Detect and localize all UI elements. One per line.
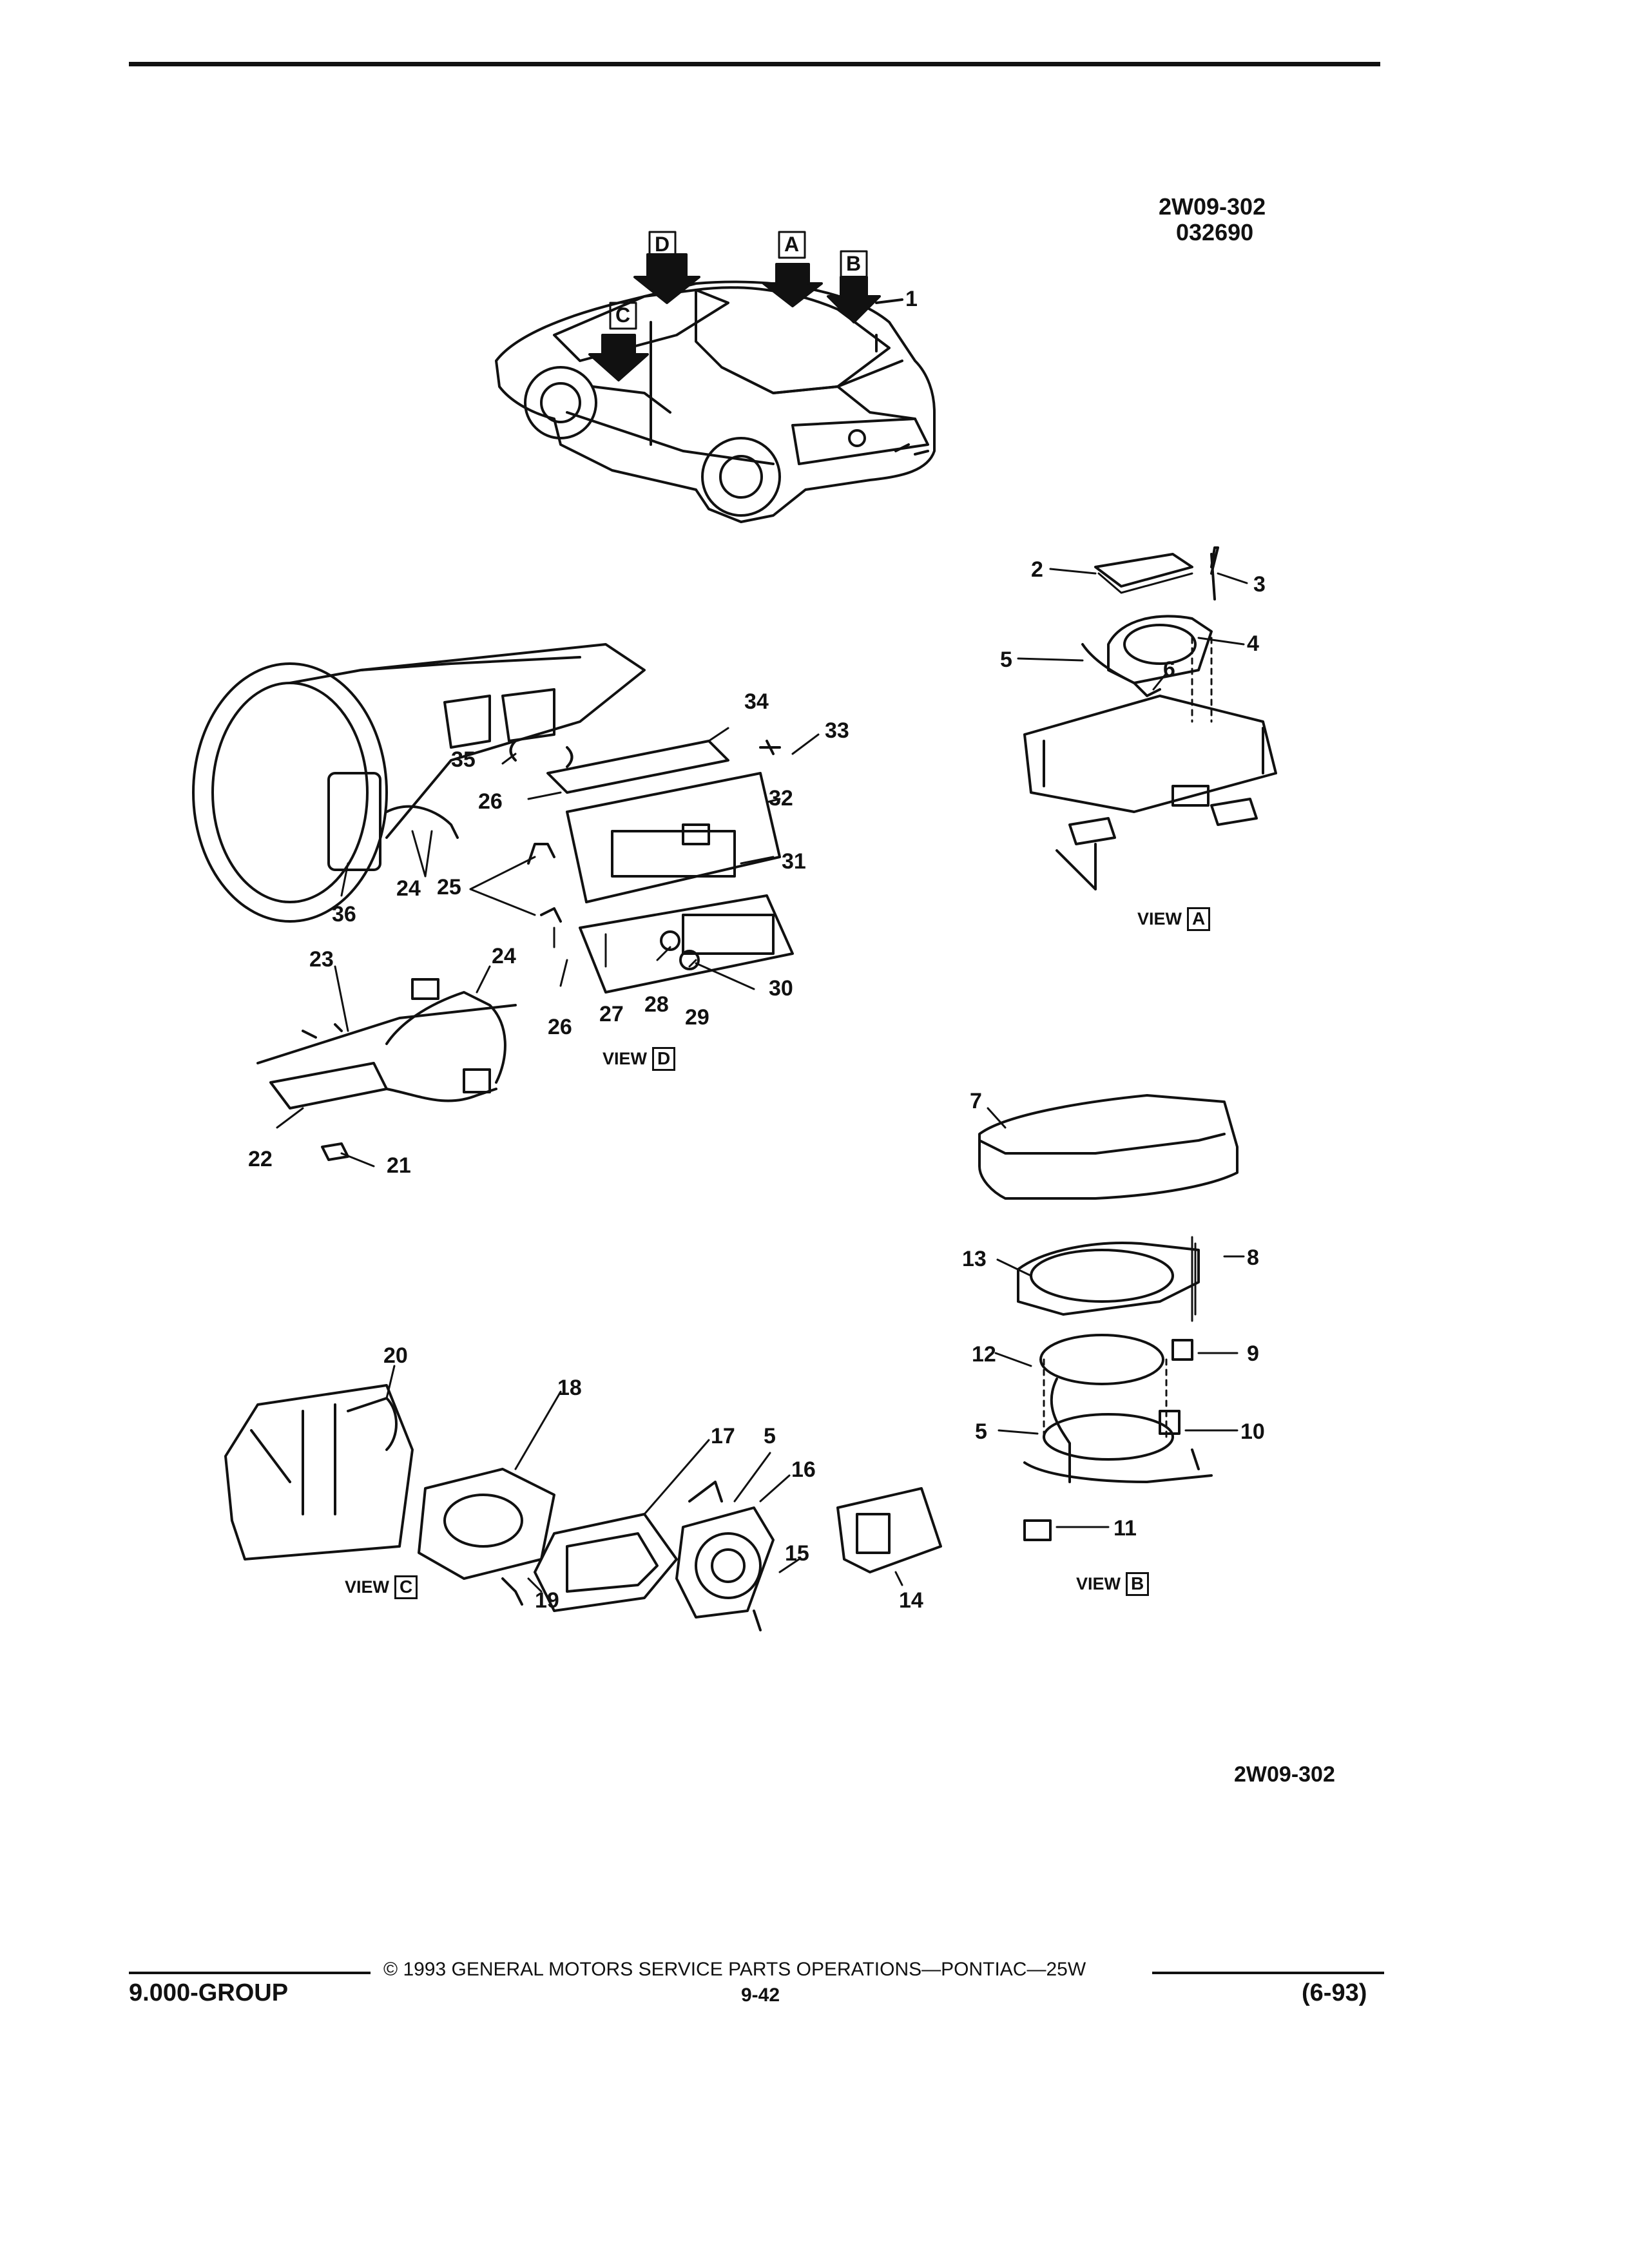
view-d-letter: D bbox=[652, 1047, 676, 1071]
footer-group: 9.000-GROUP bbox=[129, 1979, 289, 2006]
view-c-art bbox=[224, 1384, 942, 1631]
callout-24-upper: 24 bbox=[396, 876, 421, 901]
bottom-figure-id: 2W09-302 bbox=[1234, 1762, 1335, 1787]
callout-27: 27 bbox=[599, 1002, 624, 1026]
callout-15: 15 bbox=[785, 1541, 809, 1566]
view-b-label: VIEW B bbox=[1076, 1572, 1150, 1596]
view-b-word: VIEW bbox=[1076, 1573, 1121, 1593]
callout-24-lower: 24 bbox=[492, 944, 516, 968]
callout-5-view-c: 5 bbox=[764, 1424, 776, 1448]
view-d-label: VIEW D bbox=[602, 1047, 676, 1071]
footer-page: 9-42 bbox=[741, 1984, 780, 2006]
view-b-letter: B bbox=[1126, 1572, 1150, 1596]
view-a-letter: A bbox=[1187, 907, 1211, 931]
callout-6: 6 bbox=[1163, 657, 1175, 682]
callout-29: 29 bbox=[685, 1005, 709, 1030]
callout-2: 2 bbox=[1031, 557, 1043, 582]
view-a-label: VIEW A bbox=[1137, 907, 1211, 931]
callout-21: 21 bbox=[387, 1153, 411, 1178]
view-c-word: VIEW bbox=[345, 1577, 390, 1597]
arrow-label-a: A bbox=[784, 233, 800, 256]
view-a-art bbox=[1023, 546, 1277, 890]
arrow-letter-boxes bbox=[609, 231, 868, 330]
arrow-label-c: C bbox=[615, 303, 631, 327]
wiring-harness-art bbox=[256, 978, 517, 1161]
callout-17: 17 bbox=[711, 1424, 735, 1448]
view-b-art bbox=[978, 1094, 1239, 1541]
callout-11: 11 bbox=[1113, 1516, 1137, 1541]
callout-22: 22 bbox=[248, 1147, 273, 1171]
view-arrows bbox=[588, 253, 881, 381]
callout-34: 34 bbox=[744, 689, 769, 714]
top-rule bbox=[129, 62, 1380, 66]
car-illustration bbox=[495, 280, 936, 523]
callout-13: 13 bbox=[962, 1247, 987, 1271]
callout-8: 8 bbox=[1247, 1245, 1259, 1270]
footer-rule-left bbox=[129, 1972, 371, 1974]
date-code: 032690 bbox=[1176, 219, 1254, 245]
view-c-label: VIEW C bbox=[345, 1575, 418, 1599]
callout-5-view-b: 5 bbox=[975, 1419, 987, 1444]
callout-16: 16 bbox=[791, 1457, 816, 1482]
callout-1: 1 bbox=[905, 287, 918, 311]
callout-4: 4 bbox=[1247, 631, 1259, 656]
view-c-letter: C bbox=[394, 1575, 418, 1599]
callout-35: 35 bbox=[451, 747, 476, 772]
callout-26-upper: 26 bbox=[478, 789, 503, 814]
callout-12: 12 bbox=[972, 1342, 996, 1367]
callout-26-lower: 26 bbox=[548, 1015, 572, 1039]
callout-18: 18 bbox=[557, 1376, 582, 1400]
footer-date: (6-93) bbox=[1302, 1979, 1367, 2006]
arrow-label-b: B bbox=[846, 252, 862, 275]
callout-33: 33 bbox=[825, 718, 849, 743]
callout-10: 10 bbox=[1240, 1419, 1265, 1444]
callout-7: 7 bbox=[970, 1089, 982, 1113]
footer-copyright: © 1993 GENERAL MOTORS SERVICE PARTS OPER… bbox=[383, 1959, 1086, 1980]
arrow-label-d: D bbox=[655, 233, 670, 256]
callout-3: 3 bbox=[1253, 572, 1266, 597]
callout-20: 20 bbox=[383, 1343, 408, 1368]
callout-23: 23 bbox=[309, 947, 334, 972]
callout-9: 9 bbox=[1247, 1341, 1259, 1366]
view-d-art bbox=[192, 643, 794, 994]
callout-14: 14 bbox=[899, 1588, 923, 1613]
callout-19: 19 bbox=[535, 1588, 559, 1613]
callout-32: 32 bbox=[769, 786, 793, 811]
callout-5-view-a: 5 bbox=[1000, 648, 1012, 672]
figure-id: 2W09-302 bbox=[1159, 193, 1266, 220]
callout-36: 36 bbox=[332, 902, 356, 927]
view-a-word: VIEW bbox=[1137, 908, 1182, 928]
leader-lines bbox=[276, 568, 1248, 1593]
callout-25: 25 bbox=[437, 875, 461, 899]
callout-28: 28 bbox=[644, 992, 669, 1017]
view-d-word: VIEW bbox=[602, 1048, 648, 1068]
footer-rule-right bbox=[1152, 1972, 1384, 1974]
callout-31: 31 bbox=[782, 849, 806, 874]
callout-30: 30 bbox=[769, 976, 793, 1001]
